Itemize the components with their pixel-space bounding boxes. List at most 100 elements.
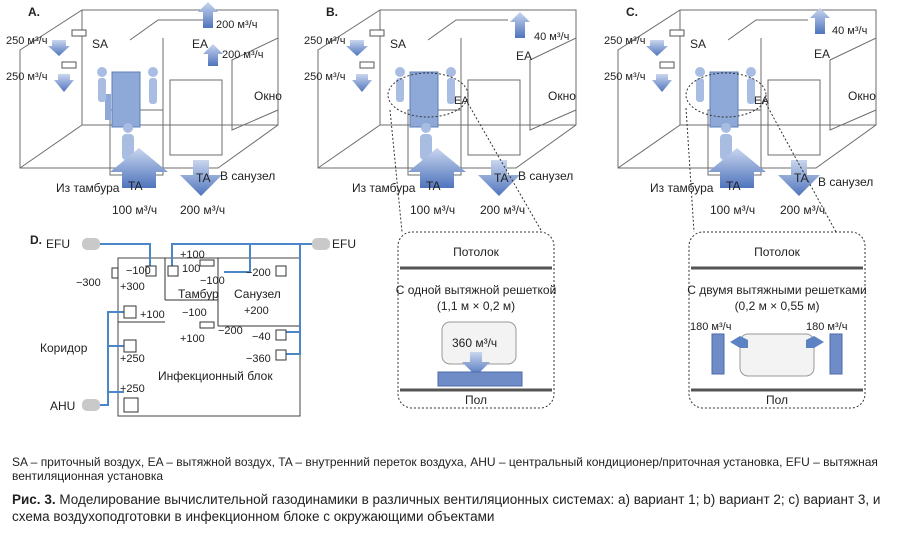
ea-label: EA xyxy=(192,37,208,51)
supply-grille xyxy=(71,29,87,37)
person-figure xyxy=(420,134,432,160)
ea-flow-2: 200 м³/ч xyxy=(222,49,263,61)
efu-right-unit xyxy=(312,238,330,250)
sa-flow-top: 250 м³/ч xyxy=(6,35,47,47)
efu-left-label: EFU xyxy=(46,237,70,251)
sa-flow-top: 250 м³/ч xyxy=(604,35,645,47)
person-figure xyxy=(721,123,731,133)
caption-label: Рис. 3. xyxy=(12,492,56,507)
zoom-ellipse xyxy=(685,72,767,118)
sa-flow-mid: 250 м³/ч xyxy=(604,71,645,83)
v-m300: −300 xyxy=(76,277,101,289)
panel-a: A. 250 м³/ч SA 250 м³/ч 200 м³/ч EA 200 … xyxy=(6,2,282,217)
figure-canvas: A. 250 м³/ч SA 250 м³/ч 200 м³/ч EA 200 … xyxy=(6,2,877,417)
sa-arrow-down xyxy=(352,74,372,92)
ea-flow-1: 200 м³/ч xyxy=(216,19,257,31)
person-figure xyxy=(122,134,134,160)
sa-label: SA xyxy=(92,37,108,51)
detail-b-desc-2: (1,1 м × 0,2 м) xyxy=(437,299,515,313)
sa-arrow-down xyxy=(48,40,70,56)
person-figure xyxy=(446,67,456,77)
tambur-exhaust-grille xyxy=(145,265,157,277)
supply-grille xyxy=(369,29,385,37)
person-figure xyxy=(98,78,106,102)
v-p300: +300 xyxy=(120,281,145,293)
ea-arrow-up xyxy=(510,12,530,38)
bed-rail xyxy=(105,94,111,120)
ea-label: EA xyxy=(814,47,830,61)
caption-text: Моделирование вычислительной газодинамик… xyxy=(12,492,881,524)
v-p250-a: +250 xyxy=(120,353,145,365)
ta-in-flow: 100 м³/ч xyxy=(112,203,157,217)
zoom-leader xyxy=(763,99,837,233)
legend: SA – приточный воздух, EA – вытяжной воз… xyxy=(12,455,878,483)
corridor-supply-grille xyxy=(123,305,137,319)
bed xyxy=(409,71,439,128)
person-figure xyxy=(97,67,107,77)
ta-out-flow: 200 м³/ч xyxy=(180,203,225,217)
detail-b-desc-1: С одной вытяжной решеткой xyxy=(396,283,557,297)
door-transfer-grille xyxy=(199,321,215,329)
sa-flow-mid: 250 м³/ч xyxy=(304,71,345,83)
v-p250-b: +250 xyxy=(120,383,145,395)
ta-in-label: TA xyxy=(128,179,142,193)
efu-left-unit xyxy=(82,238,100,250)
v-m40: −40 xyxy=(252,331,271,343)
person-figure xyxy=(695,67,705,77)
ta-out-label: TA xyxy=(494,171,508,185)
ta-out-arrow xyxy=(180,160,222,196)
bed xyxy=(709,71,739,128)
detail-c-desc-2: (0,2 м × 0,55 м) xyxy=(735,299,820,313)
block-exhaust-grille-1 xyxy=(275,329,287,341)
schema-d: D. EFU EFU AHU −300 +300 −100 xyxy=(30,233,356,417)
v-100: 100 xyxy=(182,263,200,275)
exhaust-grille xyxy=(437,371,523,387)
ta-in-arrow xyxy=(708,148,766,188)
ta-in-flow: 100 м³/ч xyxy=(710,203,755,217)
person-figure xyxy=(396,78,404,102)
supply-grille xyxy=(359,61,375,69)
sa-arrow-down xyxy=(54,74,74,92)
ta-in-label: TA xyxy=(726,179,740,193)
detail-b-frame xyxy=(397,231,555,409)
ahu-unit xyxy=(82,399,100,411)
sa-label: SA xyxy=(390,37,406,51)
v-p200: +200 xyxy=(244,305,269,317)
tambur-label: Тамбур xyxy=(178,287,219,301)
ta-out-flow: 200 м³/ч xyxy=(480,203,525,217)
bed-outline xyxy=(739,333,815,377)
sa-flow-mid: 250 м³/ч xyxy=(6,71,47,83)
infection-block-label: Инфекционный блок xyxy=(158,369,273,383)
sa-arrow-down xyxy=(646,40,668,56)
zoom-leader xyxy=(685,107,695,233)
duct-efu-right-branch xyxy=(286,244,301,333)
v-m200-b: −200 xyxy=(218,325,243,337)
v-p100-a: +100 xyxy=(180,249,205,261)
person-figure xyxy=(149,78,157,104)
ta-out-arrow xyxy=(778,160,820,196)
panel-b-letter: B. xyxy=(326,5,338,19)
panel-c-letter: C. xyxy=(626,5,638,19)
v-m200-a: −200 xyxy=(246,267,271,279)
efu-right-label: EFU xyxy=(332,237,356,251)
block-exhaust-grille-2 xyxy=(275,349,287,361)
zoom-leader xyxy=(465,99,543,233)
v-m100-a: −100 xyxy=(126,265,151,277)
person-figure xyxy=(123,123,133,133)
person-figure xyxy=(747,78,755,104)
tambur-supply-grille xyxy=(167,265,179,277)
schema-letter: D. xyxy=(30,233,42,247)
duct-wc xyxy=(224,244,251,273)
exhaust-arrow-left xyxy=(730,336,748,348)
ta-out-arrow xyxy=(478,160,520,196)
koridor-label: Коридор xyxy=(40,341,88,355)
ea-label-2: EA xyxy=(754,95,769,107)
panel-a-letter: A. xyxy=(28,5,40,19)
block-supply-grille xyxy=(123,397,139,413)
ea-label-2: EA xyxy=(454,95,469,107)
ea-flow: 40 м³/ч xyxy=(832,25,867,37)
supply-grille xyxy=(669,29,685,37)
to-wc-label: В санузел xyxy=(518,169,573,183)
v-p100-c: +100 xyxy=(180,333,205,345)
exhaust-arrow-right xyxy=(806,336,824,348)
